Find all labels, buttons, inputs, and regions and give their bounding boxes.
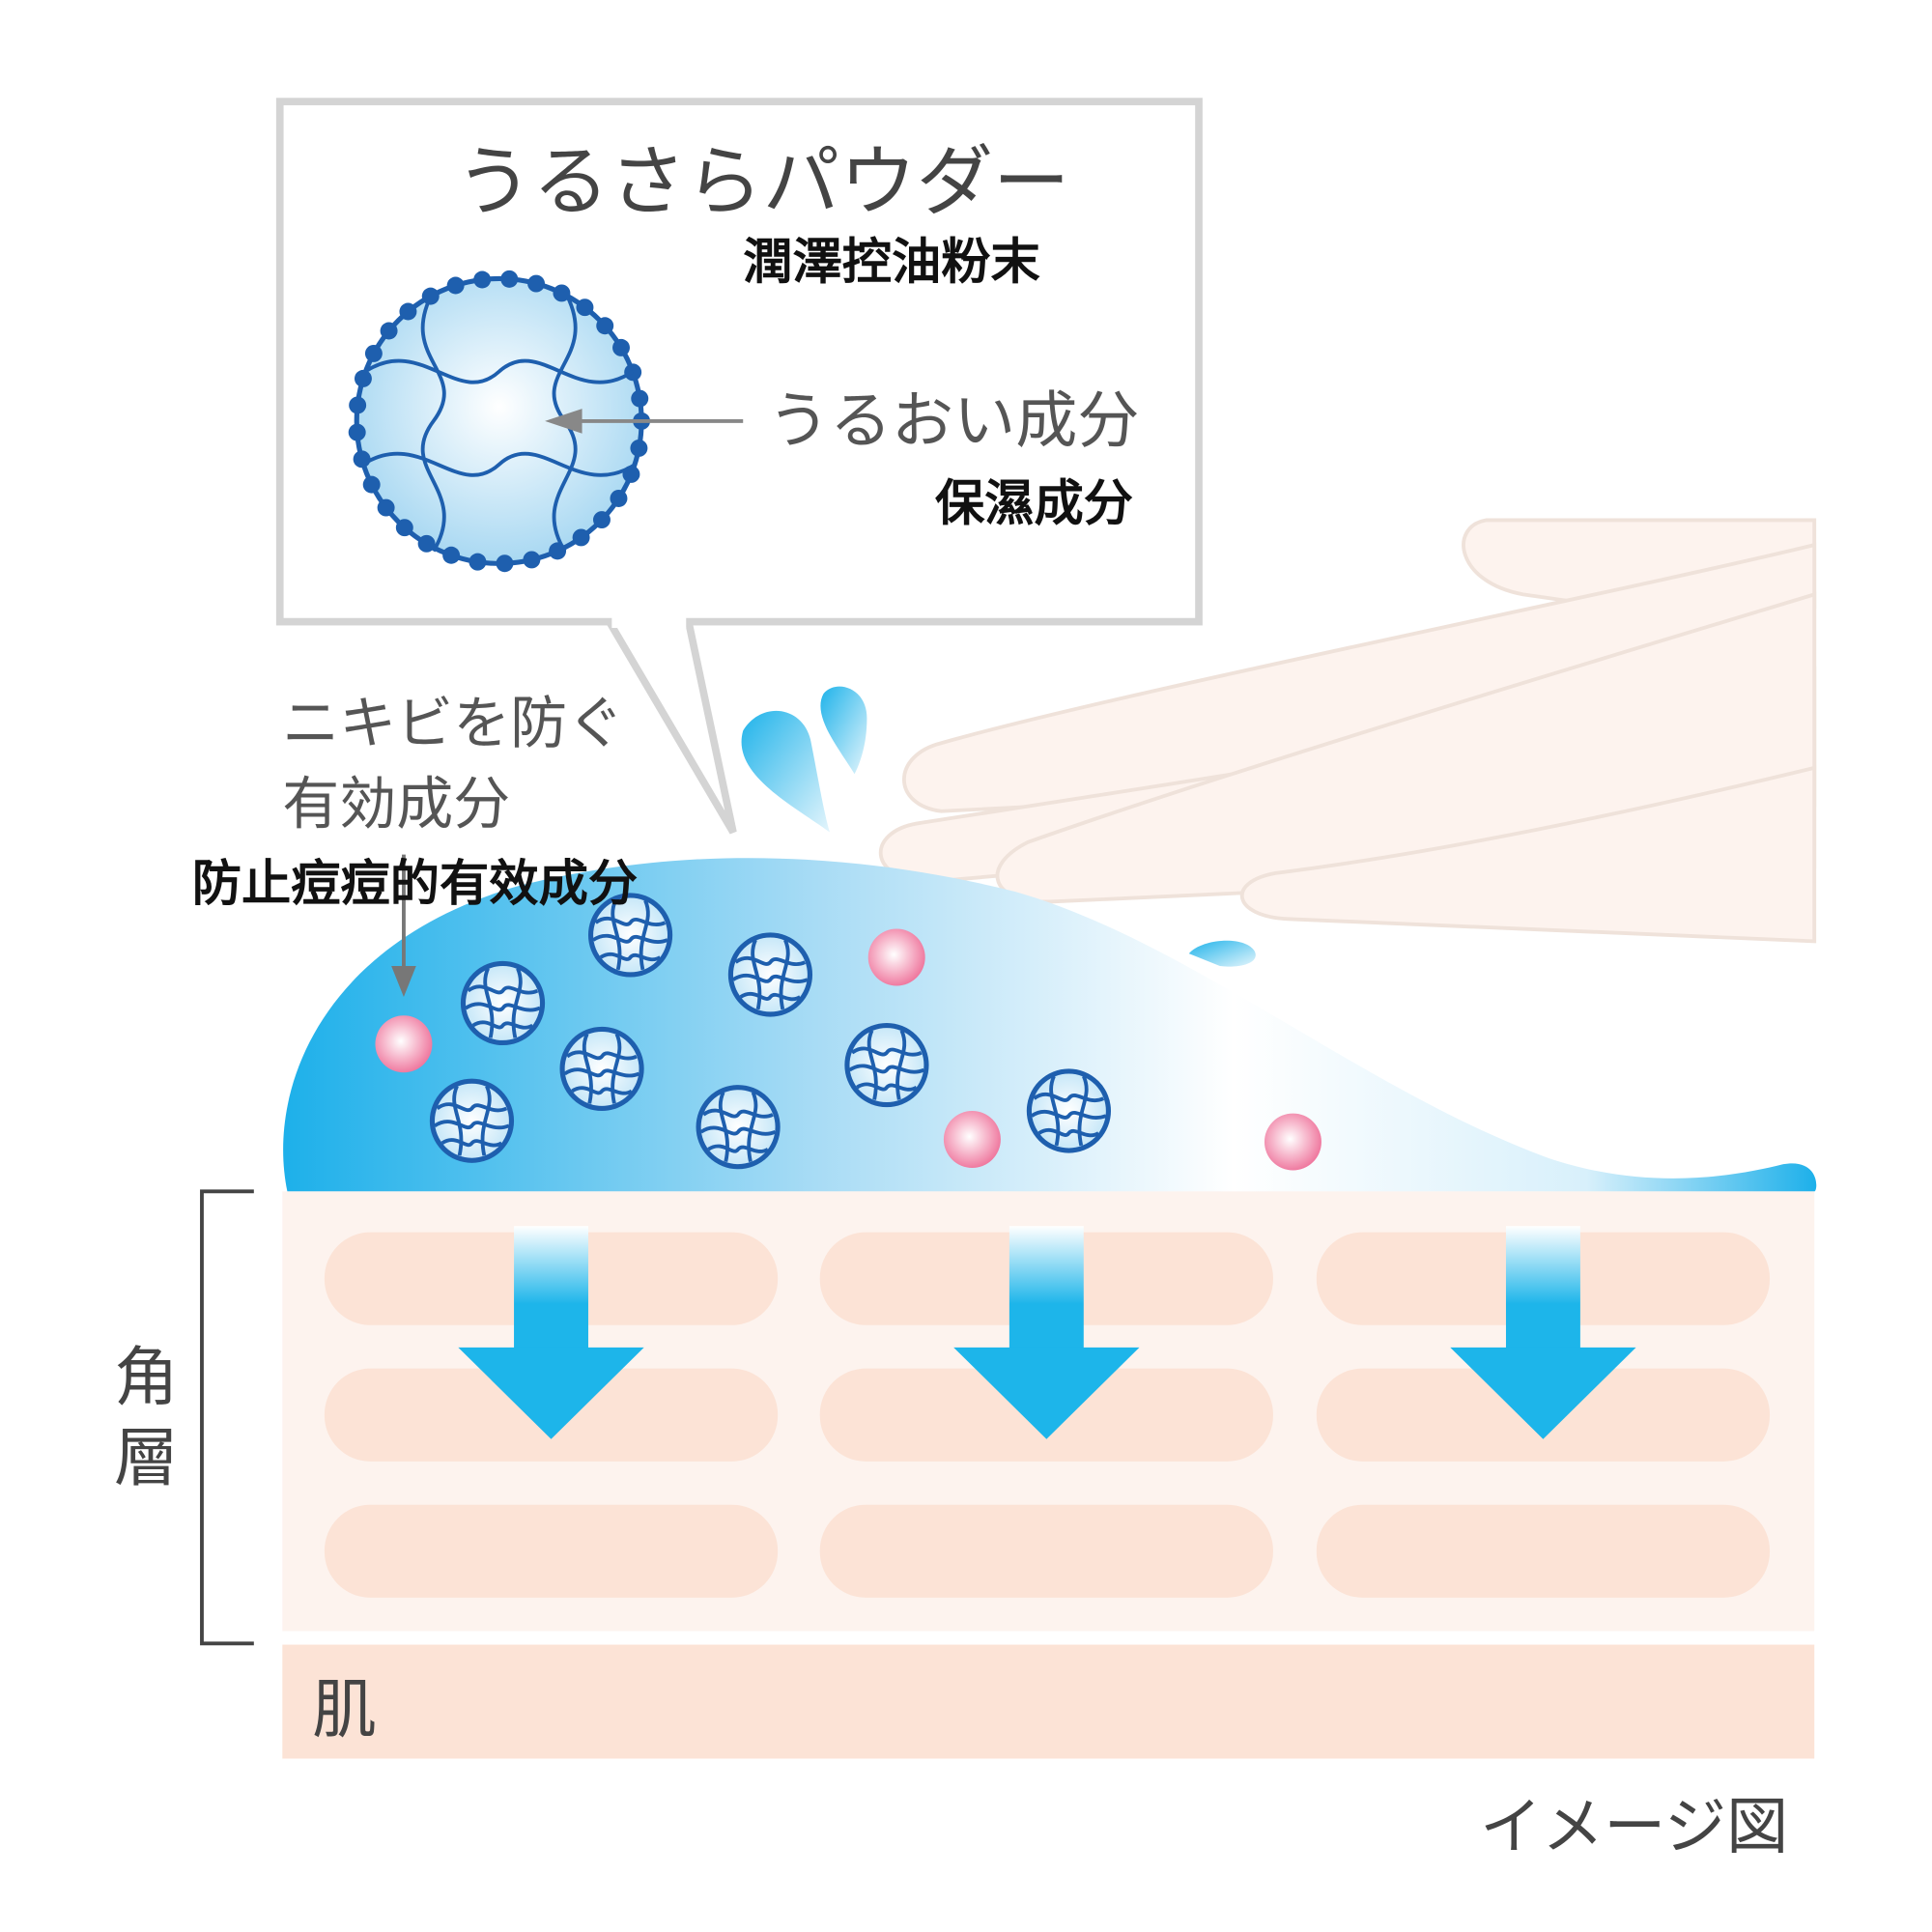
pink-particle bbox=[375, 1015, 433, 1073]
down-arrow-icon bbox=[458, 1226, 644, 1439]
penetration-arrows bbox=[458, 1226, 1636, 1439]
powder-particle bbox=[562, 1029, 641, 1108]
acne-label-line2: 有効成分 bbox=[282, 771, 510, 838]
acne-arrow-head-icon bbox=[391, 966, 416, 998]
powder-particle bbox=[463, 963, 542, 1042]
splash-drop bbox=[820, 686, 867, 775]
pink-particle bbox=[867, 928, 925, 986]
acne-label-translation: 防止痘痘的有效成分 bbox=[192, 855, 638, 913]
callout-box: うるさらパウダー 潤澤控油粉末 うるおい成分 保濕成分 bbox=[275, 98, 1203, 835]
callout-title-translation: 潤澤控油粉末 bbox=[743, 233, 1040, 291]
powder-particle bbox=[432, 1081, 511, 1160]
splash-drop bbox=[741, 710, 830, 833]
ingredient-translation: 保濕成分 bbox=[935, 474, 1133, 532]
powder-particle bbox=[847, 1026, 926, 1105]
down-arrow-icon bbox=[1450, 1226, 1636, 1439]
image-caption: イメージ図 bbox=[1480, 1792, 1788, 1863]
powder-particle bbox=[698, 1088, 778, 1167]
acne-ingredient-particles bbox=[375, 928, 1321, 1171]
powder-particle bbox=[730, 935, 810, 1014]
stratum-corneum-label-2: 層 bbox=[114, 1420, 179, 1495]
skin-cell bbox=[819, 1504, 1273, 1598]
splash-drop bbox=[1188, 940, 1256, 967]
skin-cell bbox=[324, 1504, 779, 1598]
skin-label: 肌 bbox=[312, 1671, 377, 1747]
pink-particle bbox=[943, 1111, 1001, 1168]
powder-particle bbox=[1029, 1071, 1108, 1151]
stratum-corneum-label-1: 角 bbox=[114, 1340, 179, 1415]
ingredient-label: うるおい成分 bbox=[768, 386, 1140, 458]
acne-label-line1: ニキビを防ぐ bbox=[282, 690, 624, 756]
down-arrow-icon bbox=[953, 1226, 1140, 1439]
layer-bracket bbox=[200, 1189, 254, 1646]
skin-layer bbox=[282, 1644, 1815, 1759]
ingredient-arrow-head-icon bbox=[545, 409, 582, 434]
skin-cell bbox=[1316, 1504, 1771, 1598]
hand-illustration bbox=[878, 518, 1817, 944]
callout-title: うるさらパウダー bbox=[456, 136, 1070, 226]
pink-particle bbox=[1264, 1113, 1321, 1171]
